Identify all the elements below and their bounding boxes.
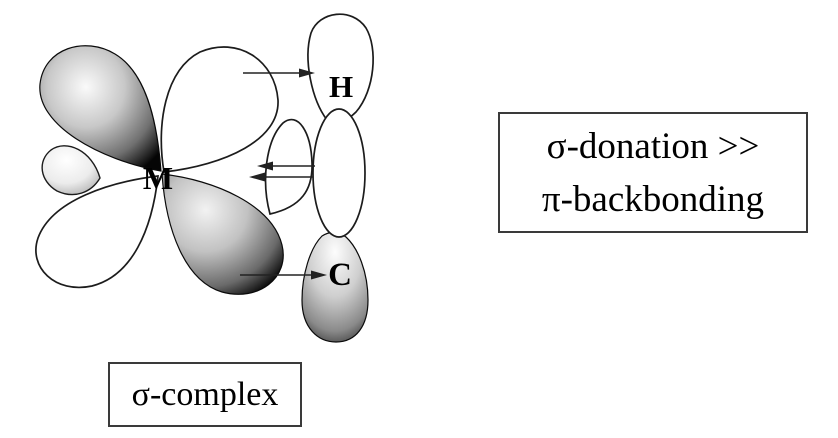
sigma-donation-arrow-icon (257, 161, 315, 171)
interaction-arrows (240, 68, 327, 280)
metal-lobe-lower-right-shaded (161, 173, 284, 295)
donation-vs-backbonding-box: σ-donation >> π-backbonding (498, 112, 808, 233)
carbon-orbital-lobe-shaded (301, 231, 369, 343)
sigma-complex-caption-text: σ-complex (131, 375, 279, 413)
sigma-donation-arrow-2-icon (249, 172, 313, 182)
metal-lobe-upper-right-white (160, 46, 279, 173)
donation-line: σ-donation >> (546, 125, 760, 167)
metal-small-left-lobe-shaded (41, 145, 101, 196)
sigma-bond-orbital-lobe (312, 108, 366, 238)
hydrogen-atom-label: H (329, 69, 353, 104)
metal-atom-label: M (143, 160, 173, 196)
backbonding-line: π-backbonding (541, 178, 765, 220)
carbon-atom-label: C (328, 257, 352, 293)
sigma-complex-caption-box: σ-complex (108, 362, 302, 427)
metal-lobe-lower-left-white (35, 175, 159, 289)
ch-bond-orbitals (301, 13, 374, 343)
metal-d-orbital (35, 45, 313, 295)
orbital-interaction-diagram: M H C (0, 0, 420, 350)
orbital-diagram-canvas: M H C (35, 13, 374, 343)
carbon-pointer-arrow-icon (240, 270, 327, 280)
metal-lobe-upper-left-shaded (39, 45, 162, 172)
pi-backbonding-arrow-icon (243, 68, 315, 78)
